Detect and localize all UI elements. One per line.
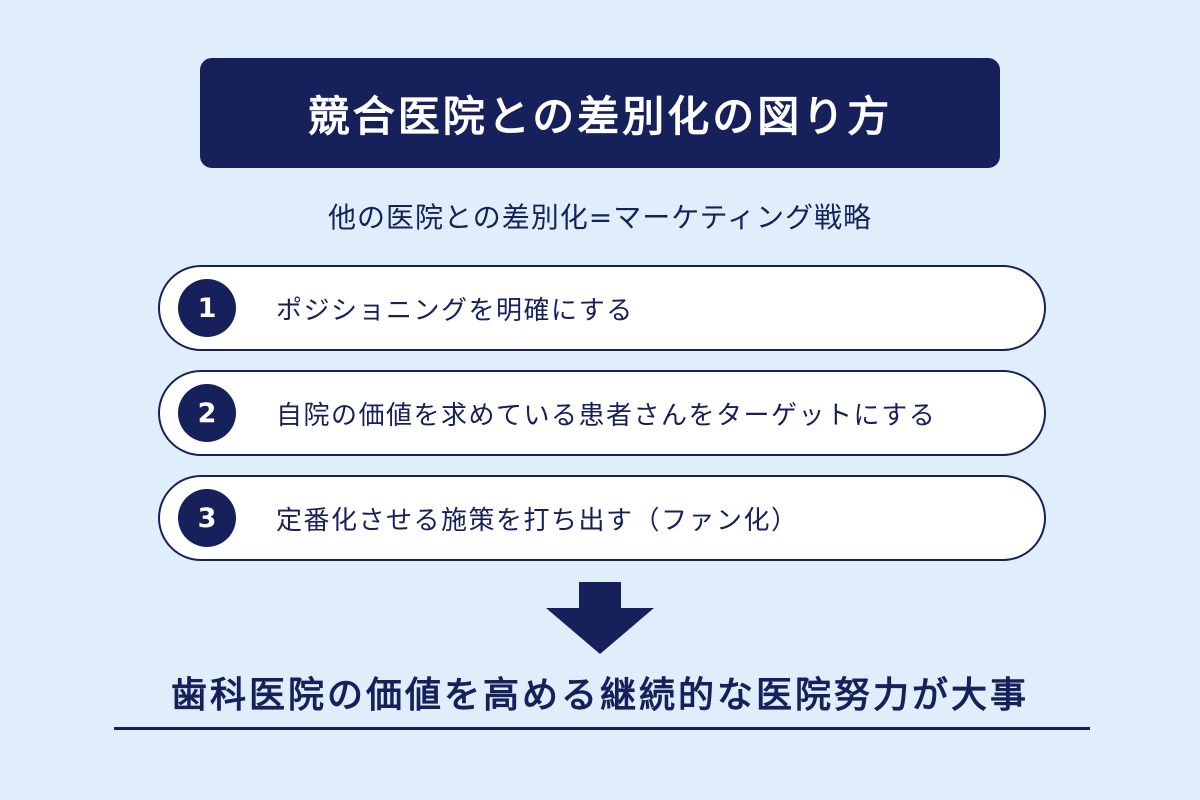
step-item-1: 1 ポジショニングを明確にする xyxy=(158,265,1046,351)
step-number-badge: 2 xyxy=(178,384,236,442)
conclusion-underline xyxy=(114,727,1090,730)
step-item-2: 2 自院の価値を求めている患者さんをターゲットにする xyxy=(158,370,1046,456)
subtitle: 他の医院との差別化=マーケティング戦略 xyxy=(328,201,872,234)
step-text: 自院の価値を求めている患者さんをターゲットにする xyxy=(276,400,937,431)
step-number-badge: 3 xyxy=(178,489,236,547)
down-arrow-icon xyxy=(546,582,654,654)
step-item-3: 3 定番化させる施策を打ち出す（ファン化） xyxy=(158,475,1046,561)
step-text: ポジショニングを明確にする xyxy=(276,295,634,326)
title-banner: 競合医院との差別化の図り方 xyxy=(200,58,1000,168)
conclusion-text: 歯科医院の価値を高める継続的な医院努力が大事 xyxy=(170,675,1029,716)
step-text: 定番化させる施策を打ち出す（ファン化） xyxy=(276,505,799,536)
page-title: 競合医院との差別化の図り方 xyxy=(307,91,893,141)
step-number-badge: 1 xyxy=(178,279,236,337)
